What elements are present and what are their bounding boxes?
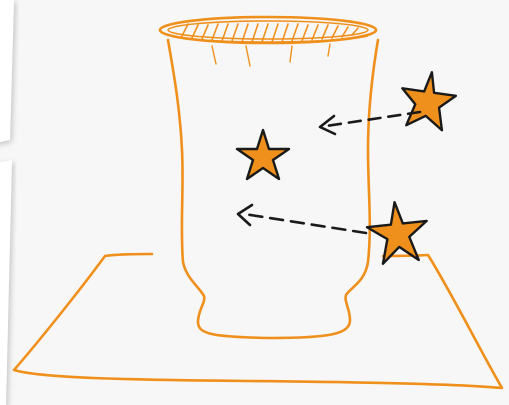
jar-star-diagram xyxy=(0,0,509,405)
illustration-canvas xyxy=(0,0,509,405)
background xyxy=(0,0,509,405)
